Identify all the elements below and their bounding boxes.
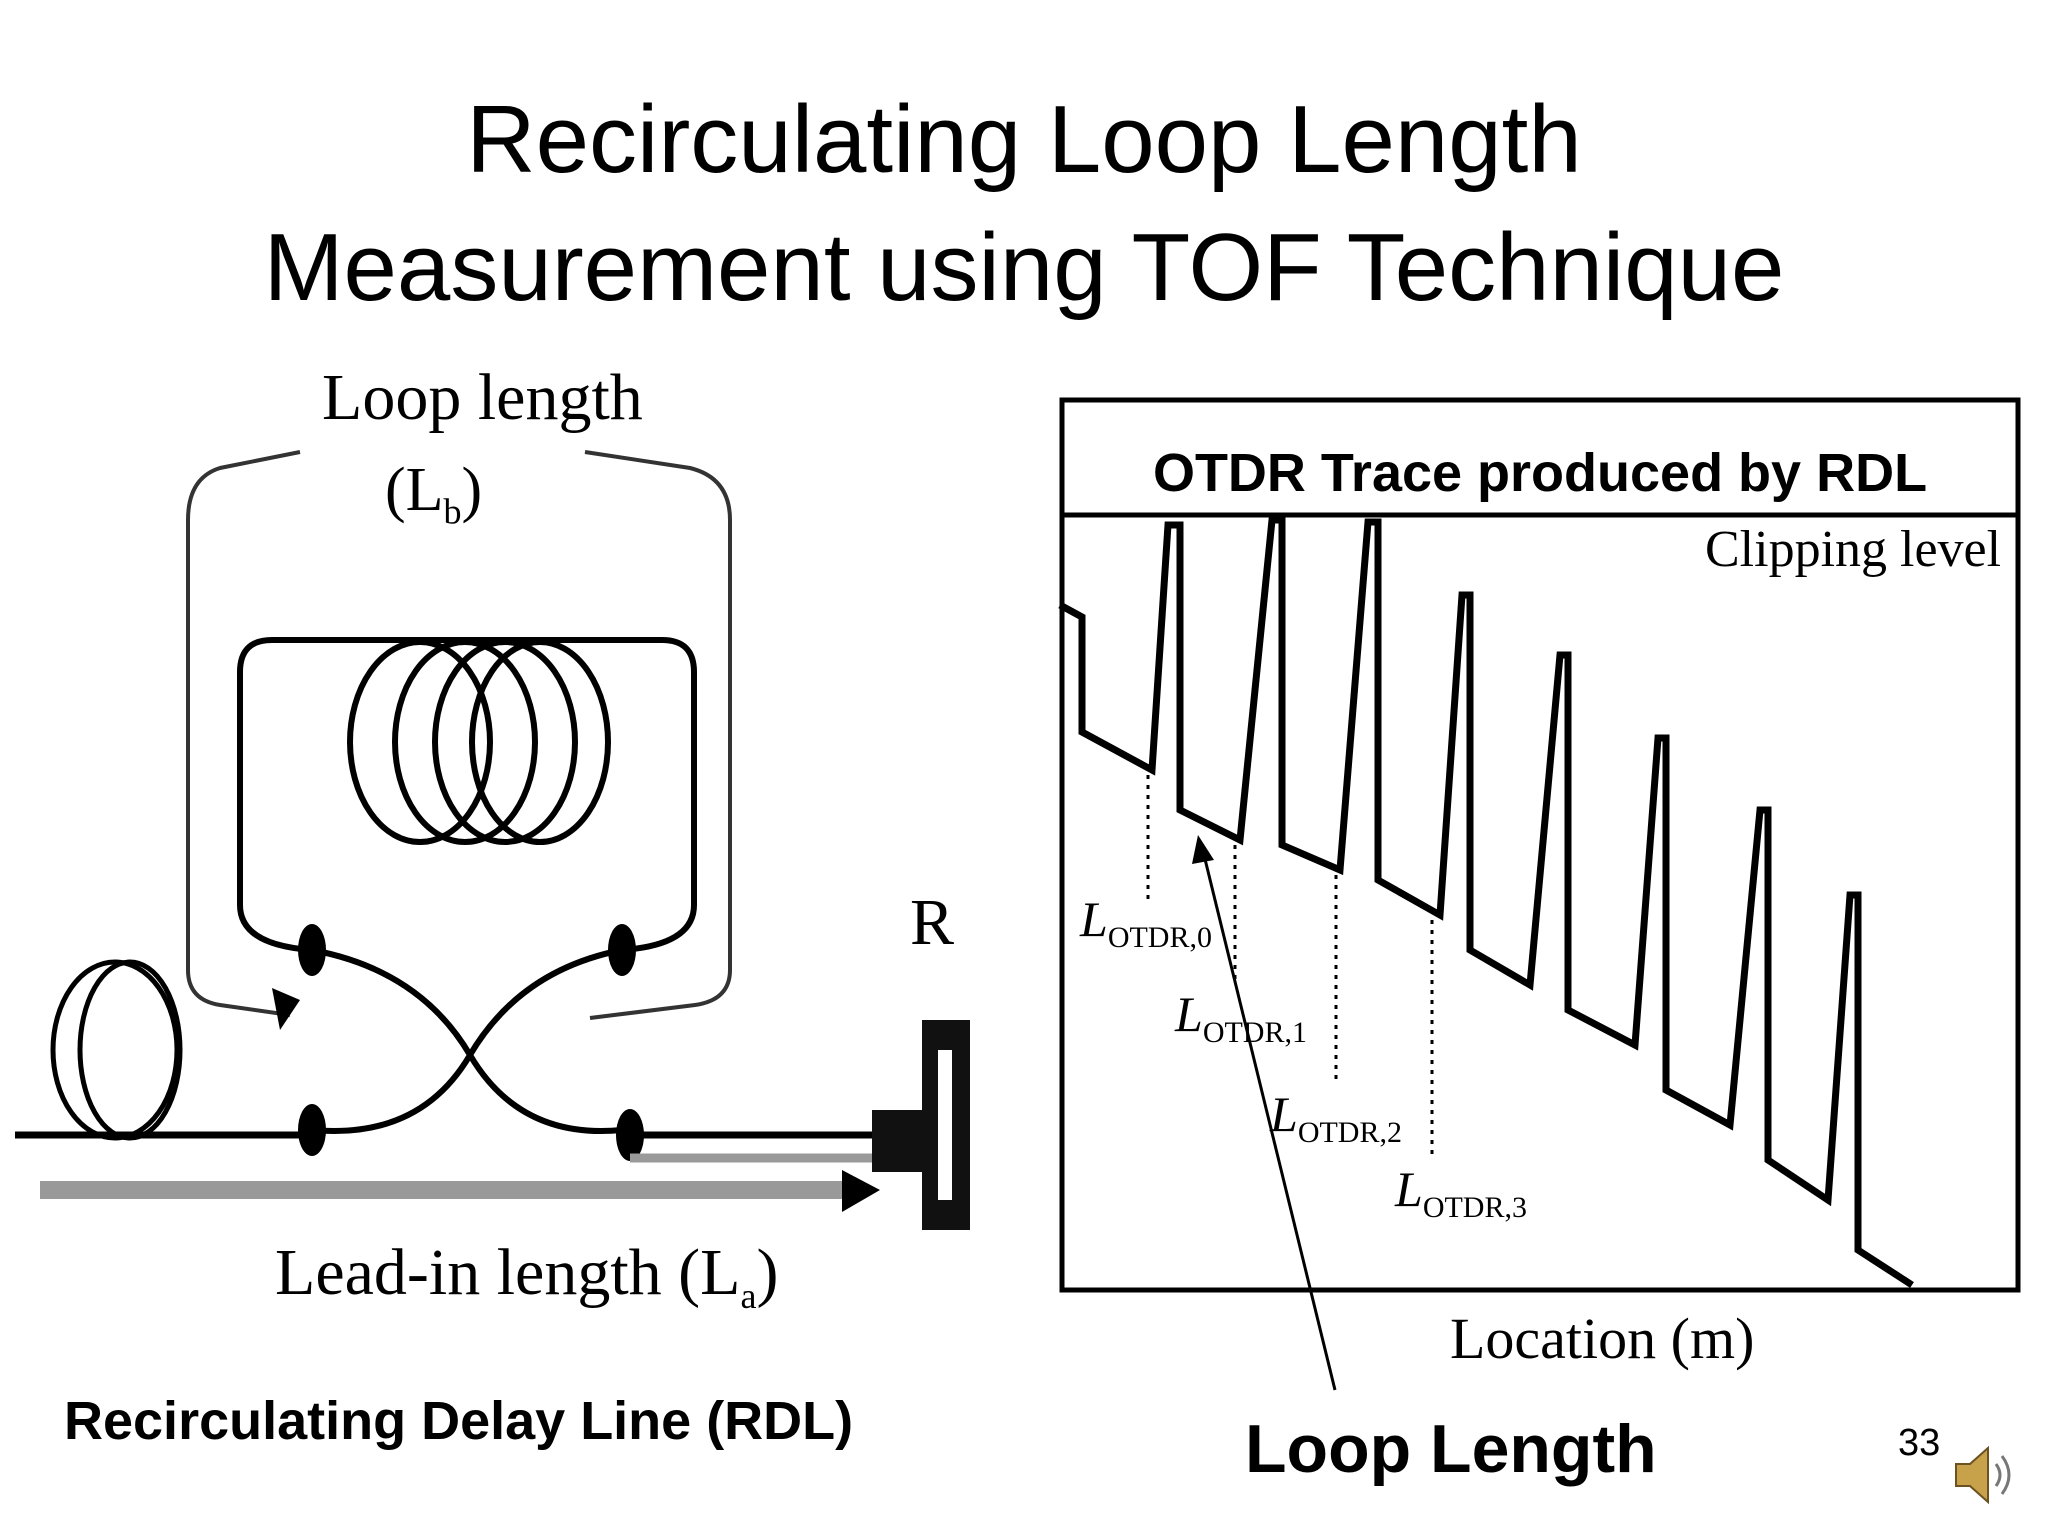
- input-spool: [50, 959, 183, 1141]
- otdr-marker-2: LOTDR,2: [1270, 1086, 1402, 1149]
- reflector-label: R: [910, 886, 955, 959]
- loop-length-brace: [186, 450, 301, 1017]
- loop-length-pointer: [1202, 854, 1337, 1391]
- loop-arrowhead: [272, 988, 300, 1030]
- page-number: 33: [1898, 1422, 1941, 1464]
- coupler-dot: [298, 1104, 326, 1156]
- loop-spool: [347, 639, 611, 845]
- rdl-diagram: [15, 450, 880, 1212]
- loop-length-annotation: Loop Length: [1245, 1411, 1657, 1487]
- otdr-marker-0: LOTDR,0: [1080, 891, 1212, 954]
- coupler-upper: [311, 947, 623, 1134]
- x-axis-label: Location (m): [1450, 1306, 1755, 1371]
- reflector: [872, 1020, 970, 1230]
- slide-title-line-1: Recirculating Loop Length: [466, 86, 1582, 193]
- otdr-trace: [1058, 516, 1914, 1288]
- loop-length-label: Loop length: [322, 361, 643, 434]
- clipping-level-label: Clipping level: [1705, 521, 2002, 578]
- otdr-marker-lines: [1146, 775, 1434, 1160]
- otdr-frame: [1059, 397, 2021, 1293]
- lead-in-length-label: Lead-in length (La): [275, 1236, 779, 1317]
- loop-fiber: [237, 637, 697, 953]
- coupler-dot: [608, 924, 636, 976]
- otdr-panel: [1058, 397, 2021, 1391]
- otdr-marker-3: LOTDR,3: [1395, 1161, 1527, 1224]
- speaker-icon[interactable]: [1950, 1440, 2020, 1510]
- slide-title-line-2: Measurement using TOF Technique: [263, 214, 1785, 321]
- rdl-caption: Recirculating Delay Line (RDL): [64, 1391, 854, 1451]
- otdr-title: OTDR Trace produced by RDL: [1152, 443, 1928, 503]
- loop-length-symbol: (Lb): [385, 456, 483, 532]
- coupler-dot: [298, 924, 326, 976]
- otdr-marker-1: LOTDR,1: [1175, 986, 1307, 1049]
